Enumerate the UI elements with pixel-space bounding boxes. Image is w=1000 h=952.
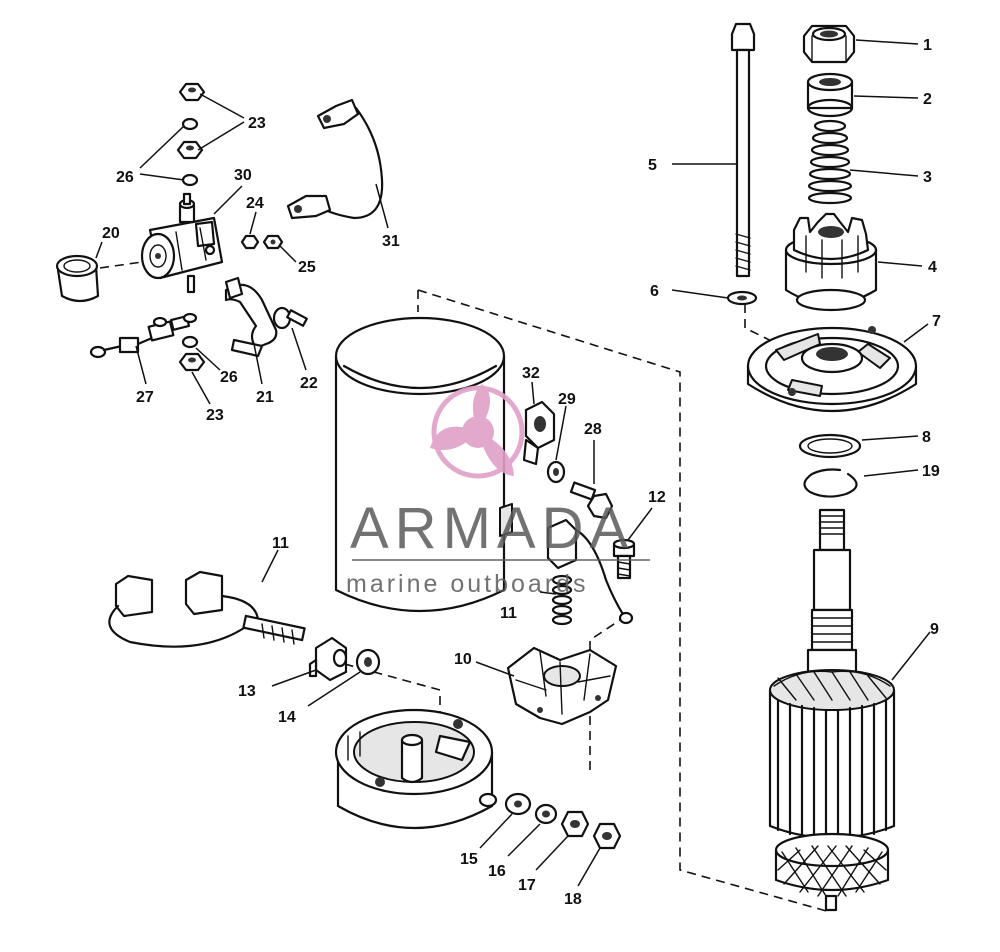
commutator-crosshatch — [777, 845, 887, 897]
callout-27: 27 — [136, 389, 154, 406]
callout-29: 29 — [558, 391, 576, 408]
callout-21: 21 — [256, 389, 274, 406]
part-retaining-ring — [803, 468, 858, 498]
part-spring — [807, 119, 853, 205]
callout-9: 9 — [930, 621, 939, 638]
part-lockwasher-26-mid — [181, 173, 199, 187]
part-screw-22 — [272, 306, 308, 330]
part-brush-holder — [506, 646, 618, 726]
watermark-brand: ARMADA — [350, 496, 634, 561]
callout-19: 19 — [922, 463, 940, 480]
part-nut-17 — [560, 810, 590, 838]
part-brush-upper — [546, 518, 634, 626]
part-boot-20 — [55, 254, 100, 303]
part-nut-24 — [240, 234, 260, 250]
part-lockwasher-26-low — [181, 335, 199, 349]
part-nut — [802, 24, 856, 64]
part-brush-pair-lower — [108, 570, 306, 648]
part-nut-23-low — [178, 352, 206, 372]
part-washer-29 — [546, 460, 566, 484]
callout-6: 6 — [650, 283, 659, 300]
callout-23-top: 23 — [248, 115, 266, 132]
callout-15: 15 — [460, 851, 478, 868]
part-frame-housing — [334, 316, 513, 613]
watermark: ARMADA marine outboards — [346, 384, 650, 598]
part-nut-25 — [262, 234, 284, 250]
part-commutator-end-cap — [334, 708, 498, 830]
callout-14: 14 — [278, 709, 296, 726]
part-lockwasher-16 — [534, 803, 558, 825]
callout-25: 25 — [298, 259, 316, 276]
part-washer-15 — [504, 792, 532, 816]
callout-10: 10 — [454, 651, 472, 668]
part-nut-23-mid — [176, 140, 204, 160]
part-through-bolt — [730, 22, 756, 278]
callout-18: 18 — [564, 891, 582, 908]
callout-32: 32 — [522, 365, 540, 382]
callout-26-top: 26 — [116, 169, 134, 186]
callout-23-low: 23 — [206, 407, 224, 424]
leader-lines — [95, 39, 931, 887]
part-screw-28 — [569, 481, 614, 520]
watermark-logo — [430, 384, 525, 479]
part-spacer — [806, 72, 854, 118]
callout-24: 24 — [246, 195, 264, 212]
callout-7: 7 — [932, 313, 941, 330]
part-armature — [768, 508, 896, 912]
callout-8: 8 — [922, 429, 931, 446]
callout-26-low: 26 — [220, 369, 238, 386]
callout-31: 31 — [382, 233, 400, 250]
part-washer-small — [726, 290, 758, 306]
part-thrust-washer — [798, 433, 862, 459]
armature-windings — [773, 670, 891, 842]
callout-1: 1 — [923, 37, 932, 54]
part-solenoid — [140, 192, 224, 294]
callout-11-lower: 11 — [272, 535, 289, 552]
part-nut-18 — [592, 822, 622, 850]
callout-2: 2 — [923, 91, 932, 108]
callout-20: 20 — [102, 225, 120, 242]
callout-16: 16 — [488, 863, 506, 880]
part-nut-23-top — [178, 82, 206, 102]
callout-11-upper: 11 — [500, 605, 517, 622]
part-drive-end-cap — [746, 326, 918, 413]
part-strap-21 — [224, 276, 278, 358]
part-washer-14 — [355, 648, 381, 676]
callout-13: 13 — [238, 683, 256, 700]
part-screw-12 — [612, 538, 636, 580]
callout-30: 30 — [234, 167, 252, 184]
callout-28: 28 — [584, 421, 602, 438]
callout-22: 22 — [300, 375, 318, 392]
part-lockwasher-26-top — [181, 117, 199, 131]
callout-3: 3 — [923, 169, 932, 186]
callout-labels: 1 2 3 4 5 6 7 8 19 9 12 32 29 28 30 24 2… — [102, 37, 941, 908]
callout-17: 17 — [518, 877, 536, 894]
part-cable-31 — [286, 98, 384, 220]
part-insulator — [308, 636, 348, 682]
callout-5: 5 — [648, 157, 657, 174]
part-pinion-gear — [784, 212, 878, 312]
callout-4: 4 — [928, 259, 937, 276]
callout-12: 12 — [648, 489, 666, 506]
part-terminal-bracket — [522, 400, 556, 466]
part-bolt-27 — [89, 312, 198, 359]
